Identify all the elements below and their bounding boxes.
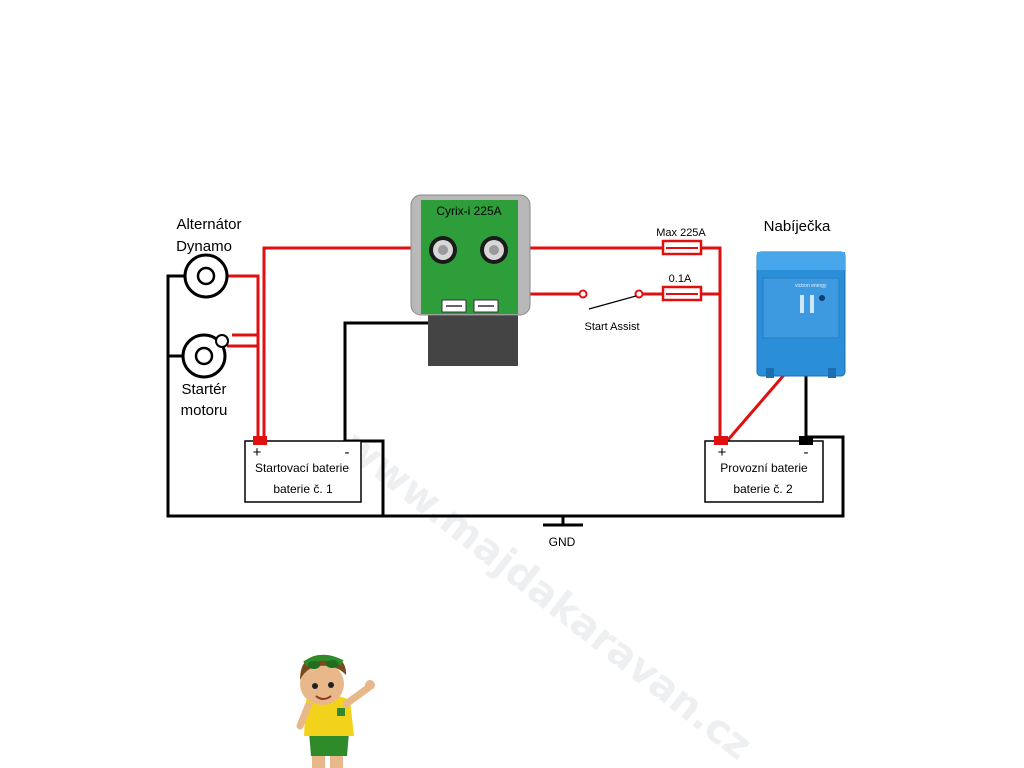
relay-terminal-right xyxy=(480,236,508,264)
starter-label: Startér xyxy=(181,381,226,398)
service-battery-minus: - xyxy=(804,444,809,461)
relay-title: Cyrix-i 225A xyxy=(436,204,501,218)
fuse-small xyxy=(661,285,703,302)
fuse-small-label: 0.1A xyxy=(669,273,692,285)
cyrix-relay xyxy=(410,194,531,366)
fuse-main-label: Max 225A xyxy=(656,227,706,239)
service-battery-plus: + xyxy=(718,444,727,461)
alternator-label-2: Dynamo xyxy=(176,238,232,255)
watermark: www.majdakaravan.cz xyxy=(334,422,761,768)
start-battery-minus: - xyxy=(345,444,350,461)
gnd-label: GND xyxy=(549,535,576,549)
start-battery-plus: + xyxy=(253,444,262,461)
alternator-label: Alternátor xyxy=(176,216,241,233)
start-battery-label: Startovací baterie xyxy=(255,461,349,475)
relay-terminal-left xyxy=(429,236,457,264)
mascot-boy xyxy=(296,654,375,768)
charger xyxy=(756,251,846,378)
start-battery xyxy=(244,436,362,503)
start-battery-sublabel: baterie č. 1 xyxy=(273,482,333,496)
charger-brand: victron energy xyxy=(795,283,827,289)
start-assist-switch xyxy=(578,289,644,310)
service-battery-sublabel: baterie č. 2 xyxy=(733,482,793,496)
service-battery xyxy=(704,436,824,503)
starter-label-2: motoru xyxy=(181,402,228,419)
alternator xyxy=(183,253,229,299)
fuse-main xyxy=(661,239,703,256)
service-battery-label: Provozní baterie xyxy=(720,461,808,475)
switch-label: Start Assist xyxy=(584,321,639,333)
starter-motor xyxy=(181,333,229,379)
charger-label: Nabíječka xyxy=(764,218,831,235)
